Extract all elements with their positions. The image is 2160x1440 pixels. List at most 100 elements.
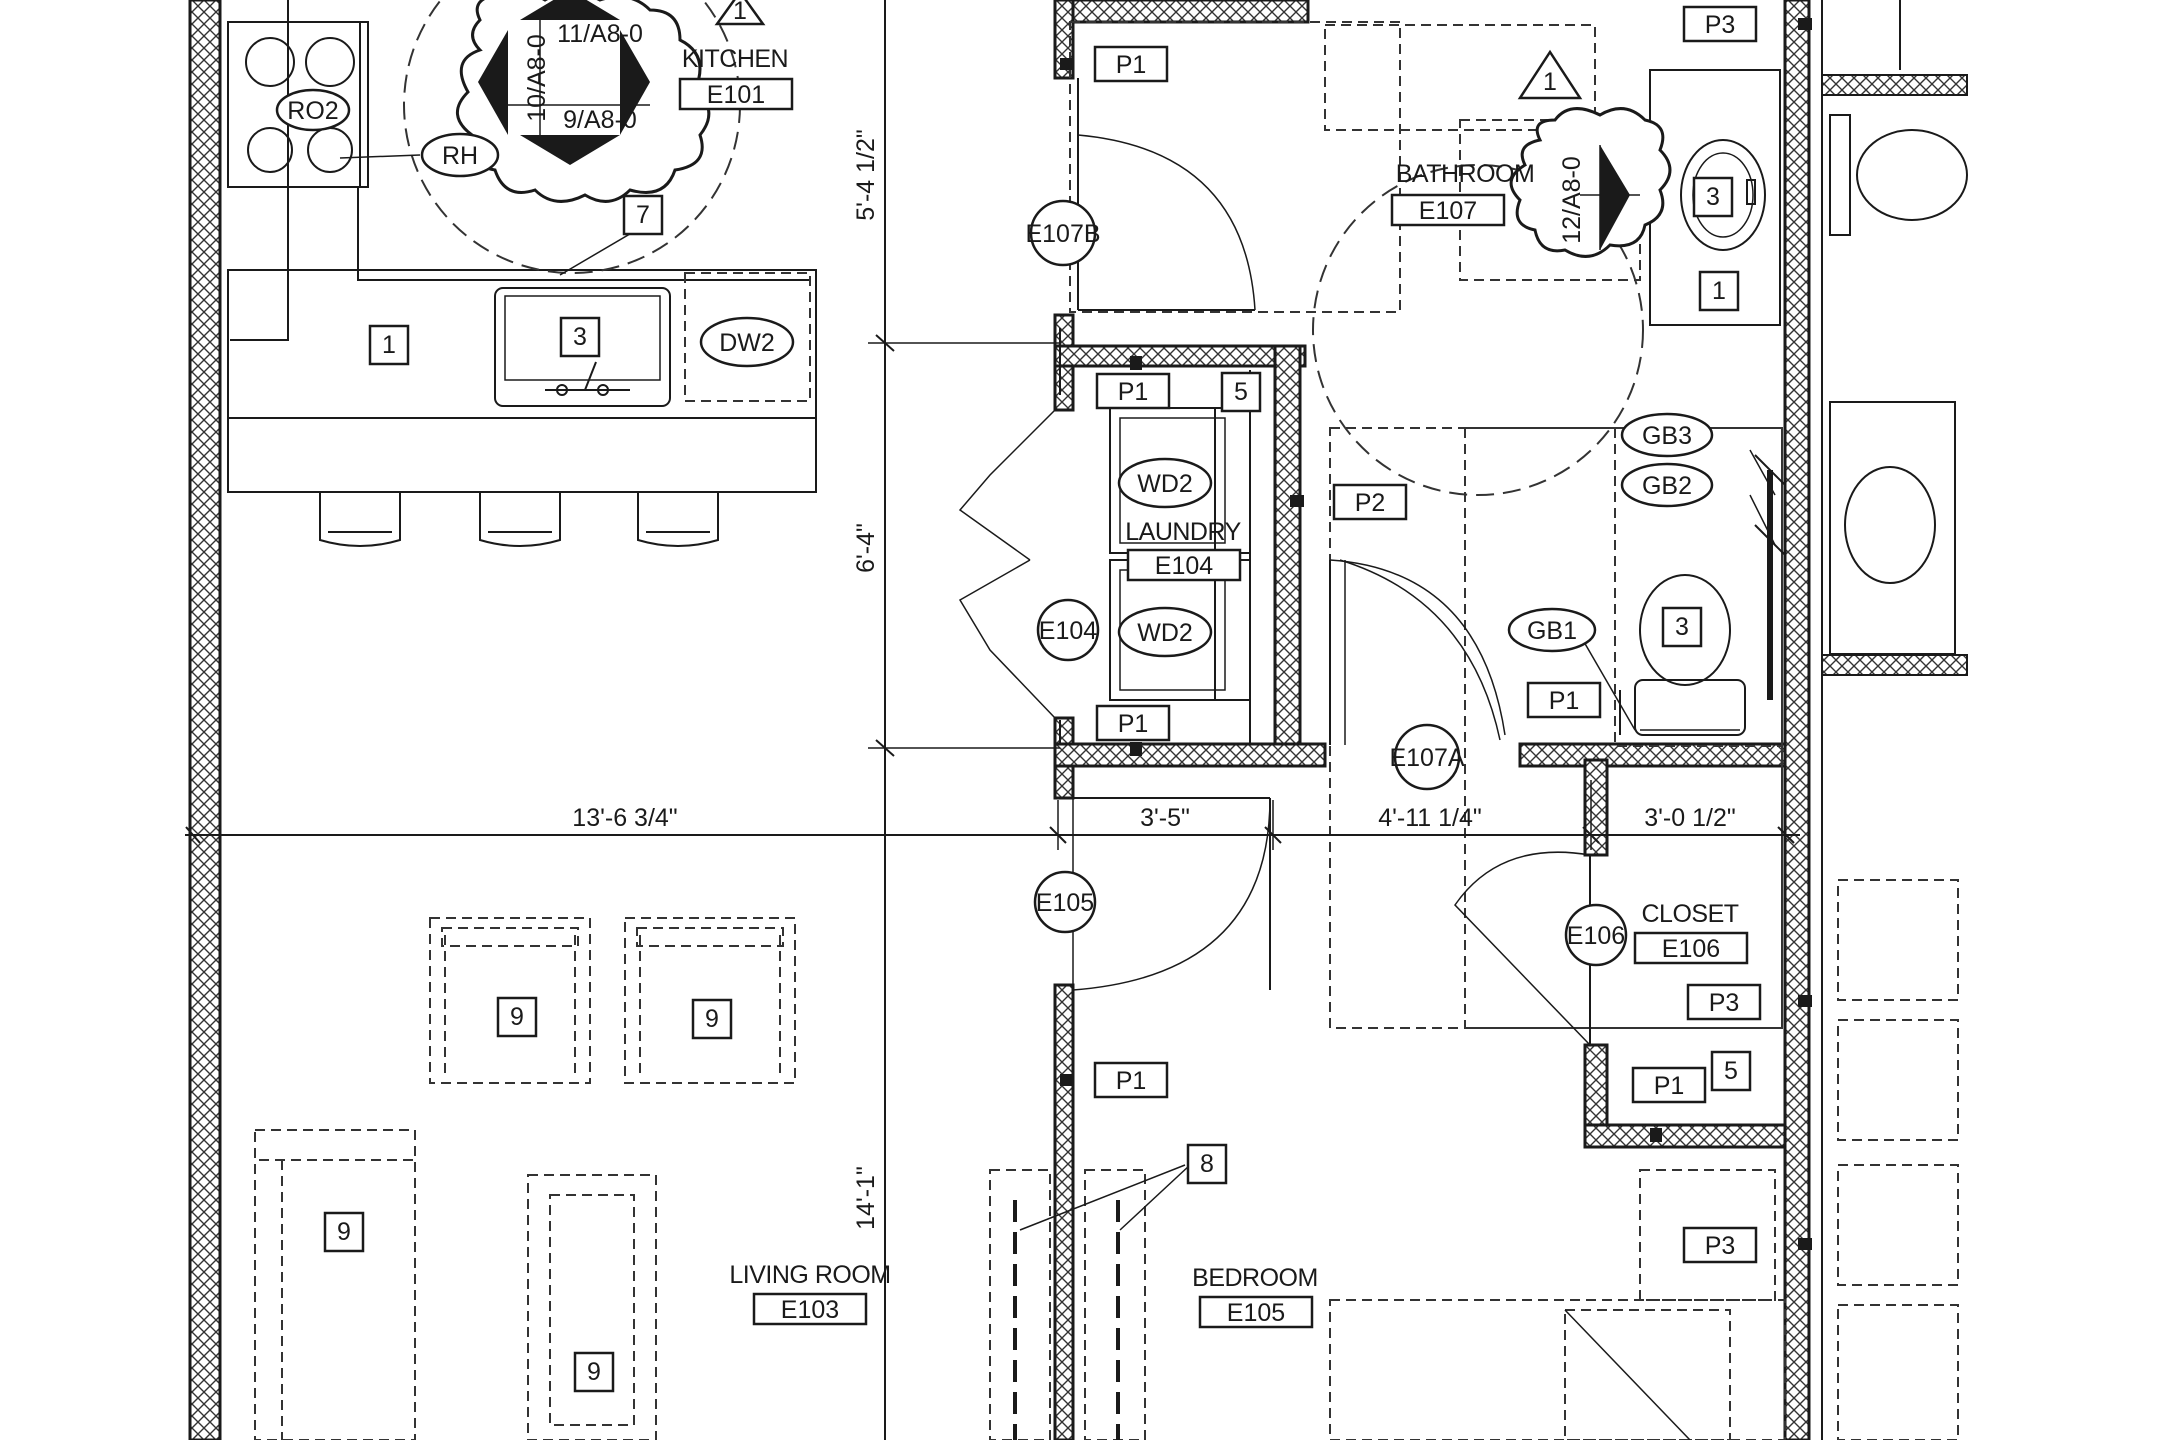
- equipment-tag: GB1: [1527, 617, 1577, 645]
- equipment-tag: WD2: [1137, 470, 1193, 498]
- room-name-kitchen: KITCHEN: [682, 45, 788, 73]
- dimension-lines: [185, 0, 1800, 1440]
- section-ref: 12/A8-0: [1558, 156, 1586, 244]
- keynote: 1: [1712, 277, 1726, 305]
- bedroom-furniture: [989, 1169, 1146, 1440]
- keynote: 8: [1200, 1150, 1214, 1178]
- room-number-closet: E106: [1662, 935, 1720, 963]
- laundry-bifold-door: [958, 409, 1056, 561]
- keynote: 3: [1675, 613, 1689, 641]
- keynote: 3: [1706, 183, 1720, 211]
- bedroom-door-swing: [1072, 797, 1271, 991]
- equipment-tag: GB2: [1642, 472, 1692, 500]
- panel-tag: P1: [1116, 51, 1147, 79]
- panel-tag: P1: [1116, 1067, 1147, 1095]
- kitchen-island: [227, 269, 817, 493]
- revision-delta: 1: [733, 0, 747, 25]
- east-exterior-wall: [1783, 0, 1811, 1440]
- door-tag: E106: [1567, 922, 1625, 950]
- dimension-label: 5'-4 1/2": [852, 129, 880, 220]
- room-name-closet: CLOSET: [1641, 900, 1738, 928]
- dimension-label: 13'-6 3/4": [572, 804, 677, 832]
- dimension-label: 3'-5": [1140, 804, 1190, 832]
- kitchen-sink: [494, 287, 671, 407]
- room-name-bedroom: BEDROOM: [1192, 1264, 1318, 1292]
- revision-cloud-kitchen: [456, 0, 711, 203]
- bath-south-wall: [1518, 742, 1787, 768]
- keynote: 1: [382, 331, 396, 359]
- keynote: 9: [337, 1218, 351, 1246]
- panel-tag: P3: [1705, 11, 1736, 39]
- armchair: [429, 917, 591, 1084]
- dishwasher: [684, 272, 811, 402]
- door-tag: E105: [1036, 889, 1094, 917]
- closet-south-wall: [1583, 1123, 1787, 1149]
- equipment-tags: RO2 RH DW2 WD2 WD2 GB3 GB2 GB1: [275, 88, 1714, 658]
- panel-tag: P2: [1355, 489, 1386, 517]
- bar-stools: [319, 492, 719, 547]
- panel-tag: P3: [1709, 989, 1740, 1017]
- revision-cloud-bathroom: [1509, 107, 1672, 258]
- panel-tag: P1: [1549, 687, 1580, 715]
- room-name-living-room: LIVING ROOM: [729, 1261, 890, 1289]
- door-tag: E107B: [1025, 220, 1100, 248]
- room-name-laundry: LAUNDRY: [1125, 518, 1241, 546]
- door-tag: E104: [1039, 617, 1097, 645]
- door-tag: E107A: [1389, 744, 1464, 772]
- room-number-bedroom: E105: [1227, 1299, 1285, 1327]
- keynote: 9: [510, 1003, 524, 1031]
- keynote: 5: [1234, 378, 1248, 406]
- keynote: 7: [636, 201, 650, 229]
- equipment-tag: RH: [442, 142, 478, 170]
- panel-tags: P1 P1 P1 P1 P1 P2 P3 P3 P3 P1: [1060, 5, 1812, 1264]
- dimension-text: 5'-4 1/2" 6'-4" 14'-1" 13'-6 3/4" 3'-5" …: [572, 129, 1735, 1230]
- coffee-table: [527, 1174, 657, 1440]
- revision-delta: 1: [1543, 68, 1557, 96]
- toilet-bowl: [1639, 574, 1731, 686]
- living-room-furniture: [254, 917, 796, 1440]
- section-ref: 11/A8-0: [557, 20, 643, 48]
- equipment-tag: DW2: [719, 329, 775, 357]
- armchair: [624, 917, 796, 1084]
- dimension-label: 6'-4": [852, 523, 880, 573]
- room-number-laundry: E104: [1155, 552, 1213, 580]
- keynotes: 1 3 7 5 3 1 3 5 9 9 9 9 8: [323, 176, 1752, 1393]
- panel-tag: P3: [1705, 1232, 1736, 1260]
- room-number-living-room: E103: [781, 1296, 839, 1324]
- keynote: 5: [1724, 1057, 1738, 1085]
- west-exterior-wall: [188, 0, 222, 1440]
- bedroom-and-closet: [1329, 0, 1968, 1440]
- dimension-label: 3'-0 1/2": [1644, 804, 1735, 832]
- keynote: 3: [573, 323, 587, 351]
- section-ref: 10/A8-0: [523, 34, 551, 122]
- laundry-north-wall: [1053, 344, 1307, 368]
- keynote: 9: [705, 1005, 719, 1033]
- section-ref: 9/A8-0: [563, 106, 637, 134]
- equipment-tag: RO2: [287, 97, 338, 125]
- dimension-label: 4'-11 1/4": [1378, 804, 1482, 832]
- panel-tag: P1: [1118, 710, 1149, 738]
- room-number-bathroom: E107: [1419, 197, 1477, 225]
- room-number-kitchen: E101: [707, 81, 765, 109]
- bath-north-wall: [1068, 0, 1310, 24]
- closet-door-swing: [1454, 851, 1591, 1046]
- leader-lines: [339, 154, 1776, 1231]
- dimension-label: 14'-1": [852, 1166, 880, 1230]
- section-references: 11/A8-0 10/A8-0 9/A8-0 12/A8-0: [523, 20, 1586, 244]
- laundry-south-wall: [1053, 742, 1327, 768]
- panel-tag: P1: [1654, 1072, 1685, 1100]
- door-tags: E107B E104 E107A E105 E106: [1025, 199, 1628, 967]
- equipment-tag: WD2: [1137, 619, 1193, 647]
- panel-tag: P1: [1118, 378, 1149, 406]
- laundry-east-wall: [1273, 344, 1302, 766]
- equipment-tag: GB3: [1642, 422, 1692, 450]
- toilet-tank: [1634, 679, 1746, 736]
- room-labels: KITCHEN E101 BATHROOM E107 LAUNDRY E104 …: [678, 45, 1749, 1329]
- room-name-bathroom: BATHROOM: [1396, 160, 1535, 188]
- keynote: 9: [587, 1358, 601, 1386]
- sofa: [254, 1129, 416, 1440]
- range: [227, 21, 369, 188]
- bathroom-door-swing-circle: [1312, 164, 1644, 496]
- revision-triangles: 1 1: [714, 0, 1583, 100]
